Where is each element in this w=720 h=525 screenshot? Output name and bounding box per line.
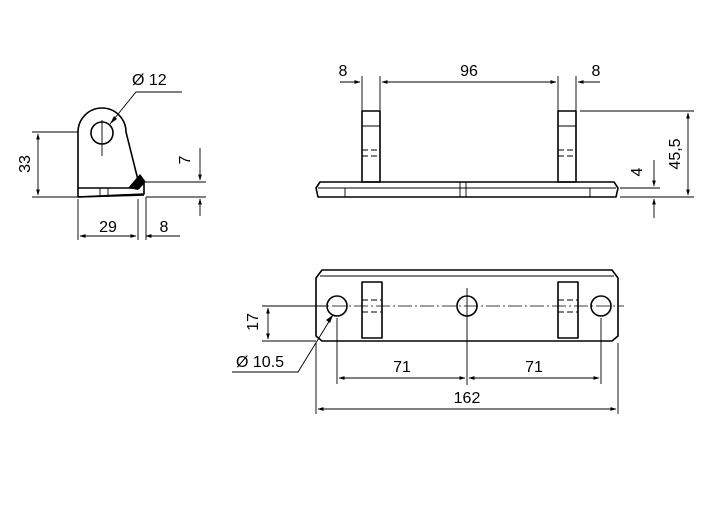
front-view-total-height-label: 45,5 — [667, 138, 684, 169]
top-view-right-tab — [557, 281, 579, 339]
top-view: 17 Ø 10.5 71 71 162 — [232, 269, 624, 414]
front-view-right-tab — [557, 110, 577, 183]
top-view-pitch-right-label: 71 — [525, 359, 543, 376]
side-view-weld-width-label: 8 — [160, 219, 169, 236]
top-view-overall-length-label: 162 — [454, 390, 481, 407]
side-view-hole-leader — [109, 91, 182, 125]
side-view-bracket-outline — [77, 107, 145, 198]
top-view-hole-offset-label: 17 — [245, 313, 262, 331]
top-view-plate-outline — [315, 269, 619, 342]
front-view-thickness-label: 4 — [629, 167, 646, 176]
top-view-hole-leader-arrow — [326, 315, 333, 323]
side-view: Ø 12 33 7 29 8 — [17, 72, 206, 240]
front-view-left-tab-label: 8 — [339, 63, 348, 80]
side-view-base-plate — [77, 187, 145, 198]
side-view-hole-leader-arrow — [110, 116, 117, 124]
front-view-spacing-label: 96 — [460, 63, 478, 80]
top-view-hole-right — [590, 295, 612, 317]
front-view-left-tab — [361, 110, 381, 183]
side-view-height-label: 33 — [17, 155, 34, 173]
front-view: 8 96 8 4 45,5 — [315, 63, 694, 218]
side-view-weld — [128, 174, 146, 190]
top-view-left-tab — [361, 281, 383, 339]
side-view-width-label: 29 — [99, 219, 117, 236]
side-view-weld-height-label: 7 — [177, 155, 194, 164]
side-view-hole-dia-label: Ø 12 — [132, 72, 167, 89]
top-view-pitch-left-label: 71 — [393, 359, 411, 376]
front-view-right-tab-label: 8 — [592, 63, 601, 80]
top-view-hole-leader — [232, 314, 334, 373]
top-view-hole-center — [456, 295, 478, 317]
top-view-hole-dia-label: Ø 10.5 — [236, 354, 284, 371]
front-view-base-plate — [315, 181, 619, 198]
top-view-hole-left — [326, 295, 348, 317]
